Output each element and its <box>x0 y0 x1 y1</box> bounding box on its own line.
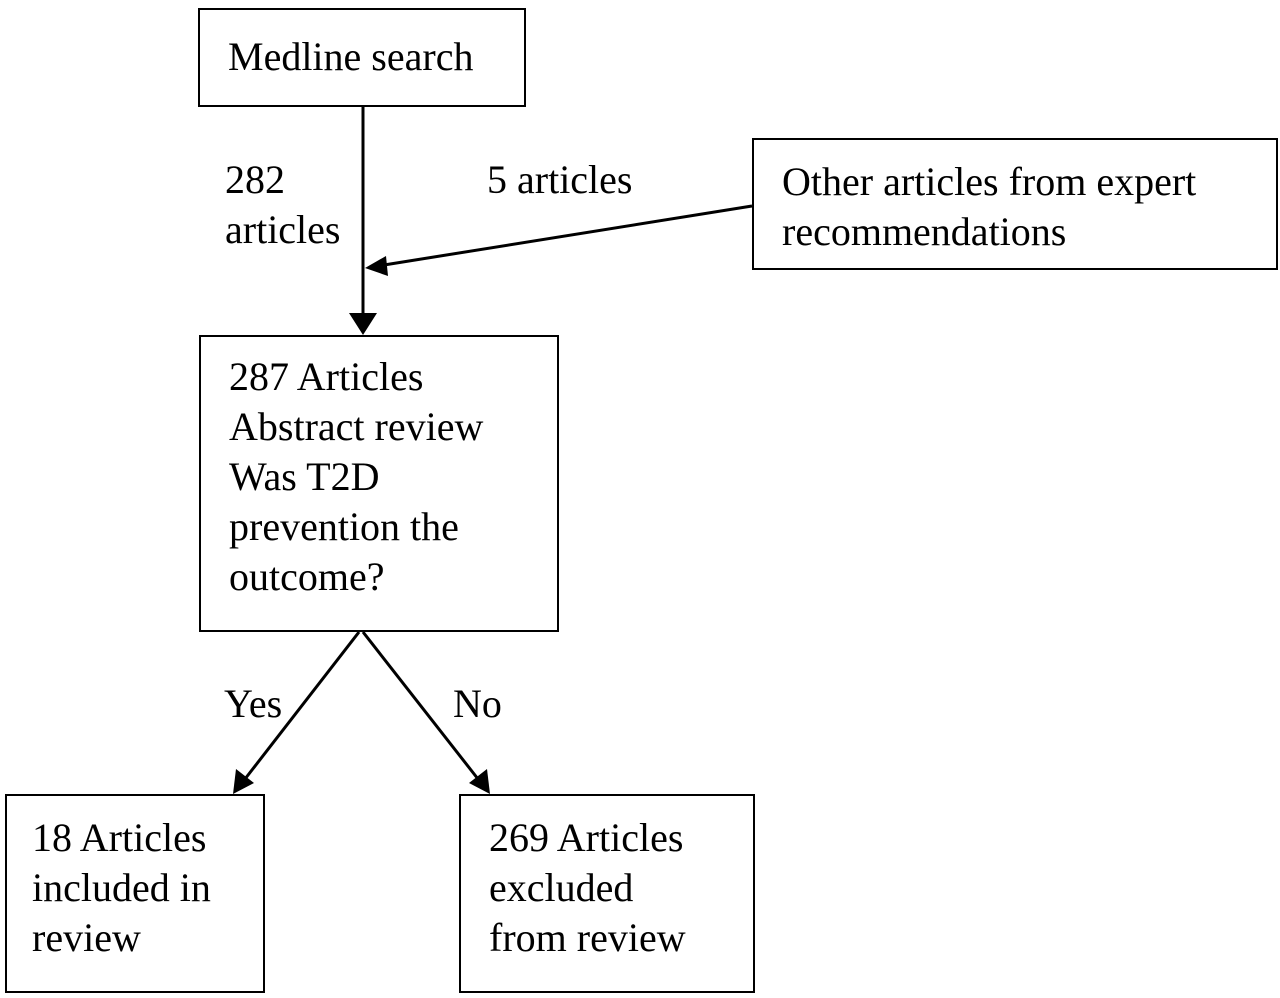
no-branch-label: No <box>453 679 502 729</box>
arrow-abstract-to-excluded <box>361 631 480 780</box>
expert-recommendations-box: Other articles from expert recommendatio… <box>752 138 1278 270</box>
included-articles-box: 18 Articles included in review <box>5 794 265 993</box>
yes-label-text: Yes <box>224 681 283 726</box>
abstract-box-line-2: Abstract review <box>229 404 484 449</box>
medline-count-line-2: articles <box>225 207 341 252</box>
medline-search-box: Medline search <box>198 8 526 107</box>
medline-count-label: 282 articles <box>225 155 341 255</box>
included-box-line-3: review <box>32 915 141 960</box>
excluded-box-line-3: from review <box>489 915 686 960</box>
expert-count-label: 5 articles <box>487 155 633 205</box>
abstract-box-line-3: Was T2D <box>229 454 380 499</box>
yes-branch-label: Yes <box>224 679 282 729</box>
expert-count-line-1: 5 articles <box>487 157 633 202</box>
arrow-expert-to-main <box>383 204 753 267</box>
abstract-review-box: 287 Articles Abstract review Was T2D pre… <box>199 335 559 632</box>
included-box-line-2: included in <box>32 865 211 910</box>
arrowhead-expert-to-main <box>365 256 388 276</box>
expert-box-line-1: Other articles from expert <box>782 159 1197 204</box>
excluded-articles-box: 269 Articles excluded from review <box>459 794 755 993</box>
arrow-abstract-to-included <box>243 631 361 780</box>
arrowhead-abstract-to-included <box>233 769 254 794</box>
expert-box-line-2: recommendations <box>782 209 1067 254</box>
abstract-box-line-1: 287 Articles <box>229 354 424 399</box>
included-box-line-1: 18 Articles <box>32 815 207 860</box>
excluded-box-line-2: excluded <box>489 865 634 910</box>
excluded-box-line-1: 269 Articles <box>489 815 684 860</box>
arrowhead-abstract-to-excluded <box>469 769 490 794</box>
no-label-text: No <box>453 681 502 726</box>
medline-count-line-1: 282 <box>225 157 285 202</box>
arrowhead-medline-to-abstract <box>349 313 377 335</box>
medline-box-line-1: Medline search <box>228 34 474 79</box>
abstract-box-line-4: prevention the <box>229 504 459 549</box>
abstract-box-line-5: outcome? <box>229 554 385 599</box>
